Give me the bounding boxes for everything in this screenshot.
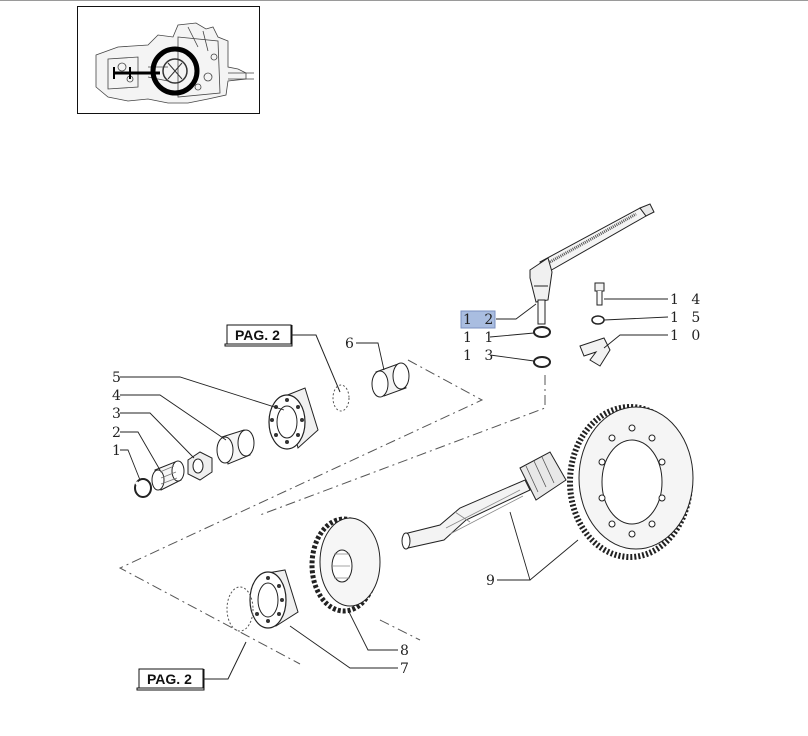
part-4-spacer[interactable]: [216, 429, 255, 465]
callout-9[interactable]: 9: [486, 573, 499, 589]
callout-10[interactable]: 1 0: [670, 328, 704, 344]
transmission-thumbnail-icon: [95, 22, 254, 104]
callout-2[interactable]: 2: [112, 425, 125, 441]
callout-7[interactable]: 7: [400, 661, 413, 677]
part-2-needle-bearing[interactable]: [151, 460, 185, 491]
callout-13[interactable]: 1 3: [463, 348, 497, 364]
part-1-snap-ring[interactable]: [134, 478, 152, 498]
part-3-nut[interactable]: [187, 451, 213, 481]
callout-6[interactable]: 6: [345, 336, 358, 352]
part-13-o-ring[interactable]: [533, 356, 551, 368]
locator-thumbnail[interactable]: [77, 6, 260, 114]
part-8-spur-gear[interactable]: [309, 516, 381, 614]
part-9-ring-gear[interactable]: [567, 404, 694, 560]
page-ref-upper[interactable]: PAG. 2: [224, 324, 293, 347]
callout-5[interactable]: 5: [112, 370, 125, 386]
assembly-centerline: [118, 359, 546, 665]
page-ref-lower[interactable]: PAG. 2: [136, 668, 205, 691]
callout-4[interactable]: 4: [112, 388, 125, 404]
callout-12-highlight: [460, 310, 496, 329]
part-11-o-ring[interactable]: [533, 326, 551, 338]
shim-ring-lower[interactable]: [226, 586, 254, 632]
callout-1[interactable]: 1: [112, 443, 125, 459]
part-15-washer[interactable]: [591, 315, 605, 325]
callout-14[interactable]: 1 4: [670, 292, 704, 308]
part-10-lock-plate[interactable]: [579, 337, 611, 367]
part-14-bolt[interactable]: [594, 282, 605, 306]
part-6-bushing[interactable]: [371, 362, 410, 398]
shim-ring-upper[interactable]: [332, 384, 350, 412]
callout-8[interactable]: 8: [400, 643, 413, 659]
page-ref-lower-label: PAG. 2: [147, 671, 192, 687]
part-7-bearing[interactable]: [249, 569, 299, 629]
callout-labels: 1 2 3 4 5 6 7 8 9 1 0 1 1 1 2 1 3 1 4 1 …: [112, 292, 704, 677]
callout-11[interactable]: 1 1: [463, 330, 497, 346]
part-5-roller-bearing[interactable]: [268, 387, 319, 450]
callout-3[interactable]: 3: [112, 406, 125, 422]
page-ref-upper-label: PAG. 2: [235, 327, 280, 343]
callout-15[interactable]: 1 5: [670, 310, 704, 326]
callout-12[interactable]: 1 2: [463, 312, 497, 328]
leader-lines: [120, 298, 669, 669]
part-9-pinion-shaft[interactable]: [401, 451, 567, 550]
part-12-shift-rod[interactable]: [529, 203, 655, 325]
top-rule: [0, 0, 808, 1]
